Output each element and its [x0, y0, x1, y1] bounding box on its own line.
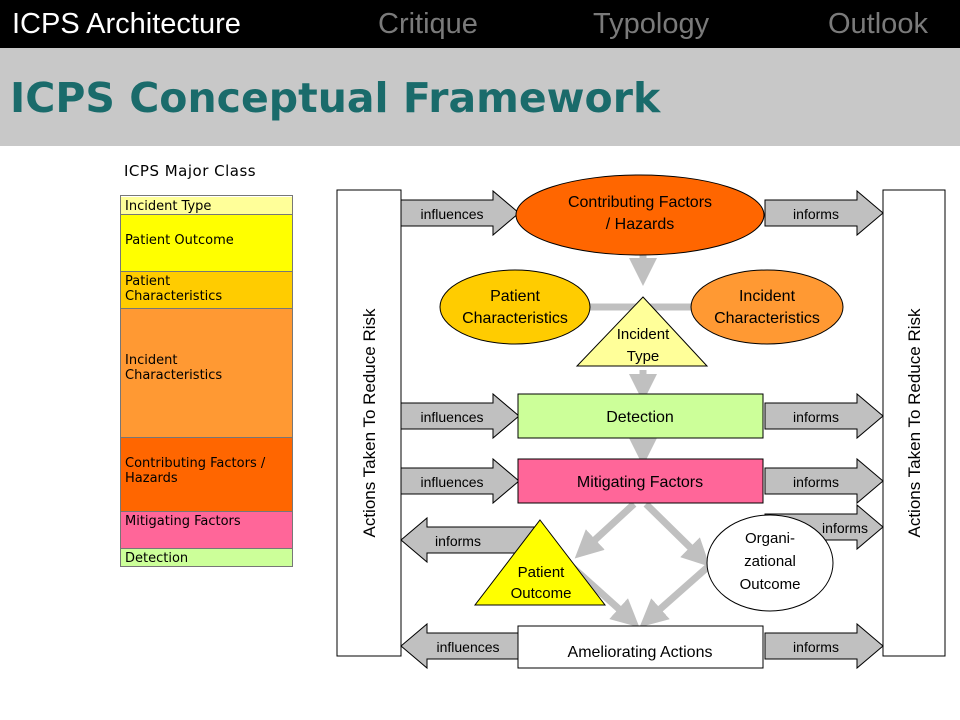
- patient-outcome-node: [473, 519, 607, 606]
- influences-arrow: [400, 457, 520, 505]
- arrow-label: informs: [822, 520, 868, 536]
- ameliorating-actions-node: [517, 625, 764, 669]
- arrow-label: informs: [435, 533, 481, 549]
- legend-row: Incident Type: [121, 197, 292, 215]
- influences-arrow: [400, 622, 520, 670]
- detection-label: Detection: [606, 409, 674, 426]
- nav-tab-typology[interactable]: Typology: [593, 8, 710, 40]
- informs-arrow: [764, 189, 884, 237]
- arrow-label: informs: [793, 409, 839, 425]
- ameliorating-actions-label: Ameliorating Actions: [568, 644, 713, 661]
- title-bar: [0, 48, 960, 146]
- top-navigation: ICPS Architecture Critique Typology Outl…: [0, 0, 960, 48]
- legend-row: Patient Outcome: [121, 215, 292, 272]
- informs-arrow: [764, 457, 884, 505]
- left-actions-panel: [336, 189, 402, 657]
- arrow-label: informs: [793, 474, 839, 490]
- right-actions-label: Actions Taken To Reduce Risk: [905, 308, 924, 537]
- incident-characteristics-node: [690, 269, 844, 345]
- mitigating-factors-label: Mitigating Factors: [577, 474, 703, 491]
- arrow-label: influences: [436, 639, 499, 655]
- patient-characteristics-node: [439, 269, 591, 345]
- arrow-label: influences: [420, 206, 483, 222]
- arrow-label: influences: [420, 474, 483, 490]
- nav-tab-icps-architecture[interactable]: ICPS Architecture: [12, 8, 241, 40]
- organizational-outcome-node: [706, 514, 834, 612]
- mitigating-factors-node: [517, 458, 764, 504]
- influences-arrow: [400, 189, 520, 237]
- influences-arrow: [400, 392, 520, 440]
- right-actions-panel: [882, 189, 946, 657]
- contributing-factors-node: [515, 174, 765, 256]
- legend-title: ICPS Major Class: [124, 162, 257, 180]
- arrow-label: informs: [793, 206, 839, 222]
- legend-row: Mitigating Factors: [121, 512, 292, 549]
- contributing-factors-label: Contributing Factors/ Hazards: [568, 194, 712, 233]
- nav-tab-outlook[interactable]: Outlook: [828, 8, 928, 40]
- nav-tab-critique[interactable]: Critique: [378, 8, 478, 40]
- arrows: influences informs influences informs influe…: [400, 189, 884, 670]
- arrow-label: informs: [793, 639, 839, 655]
- informs-arrow: [764, 392, 884, 440]
- incident-type-node: [575, 296, 709, 367]
- page-title: ICPS Conceptual Framework: [10, 74, 661, 122]
- detection-node: [517, 393, 764, 439]
- arrow-label: influences: [420, 409, 483, 425]
- informs-arrow: [764, 622, 884, 670]
- legend-row: Contributing Factors /Hazards: [121, 438, 292, 512]
- left-actions-label: Actions Taken To Reduce Risk: [360, 308, 379, 537]
